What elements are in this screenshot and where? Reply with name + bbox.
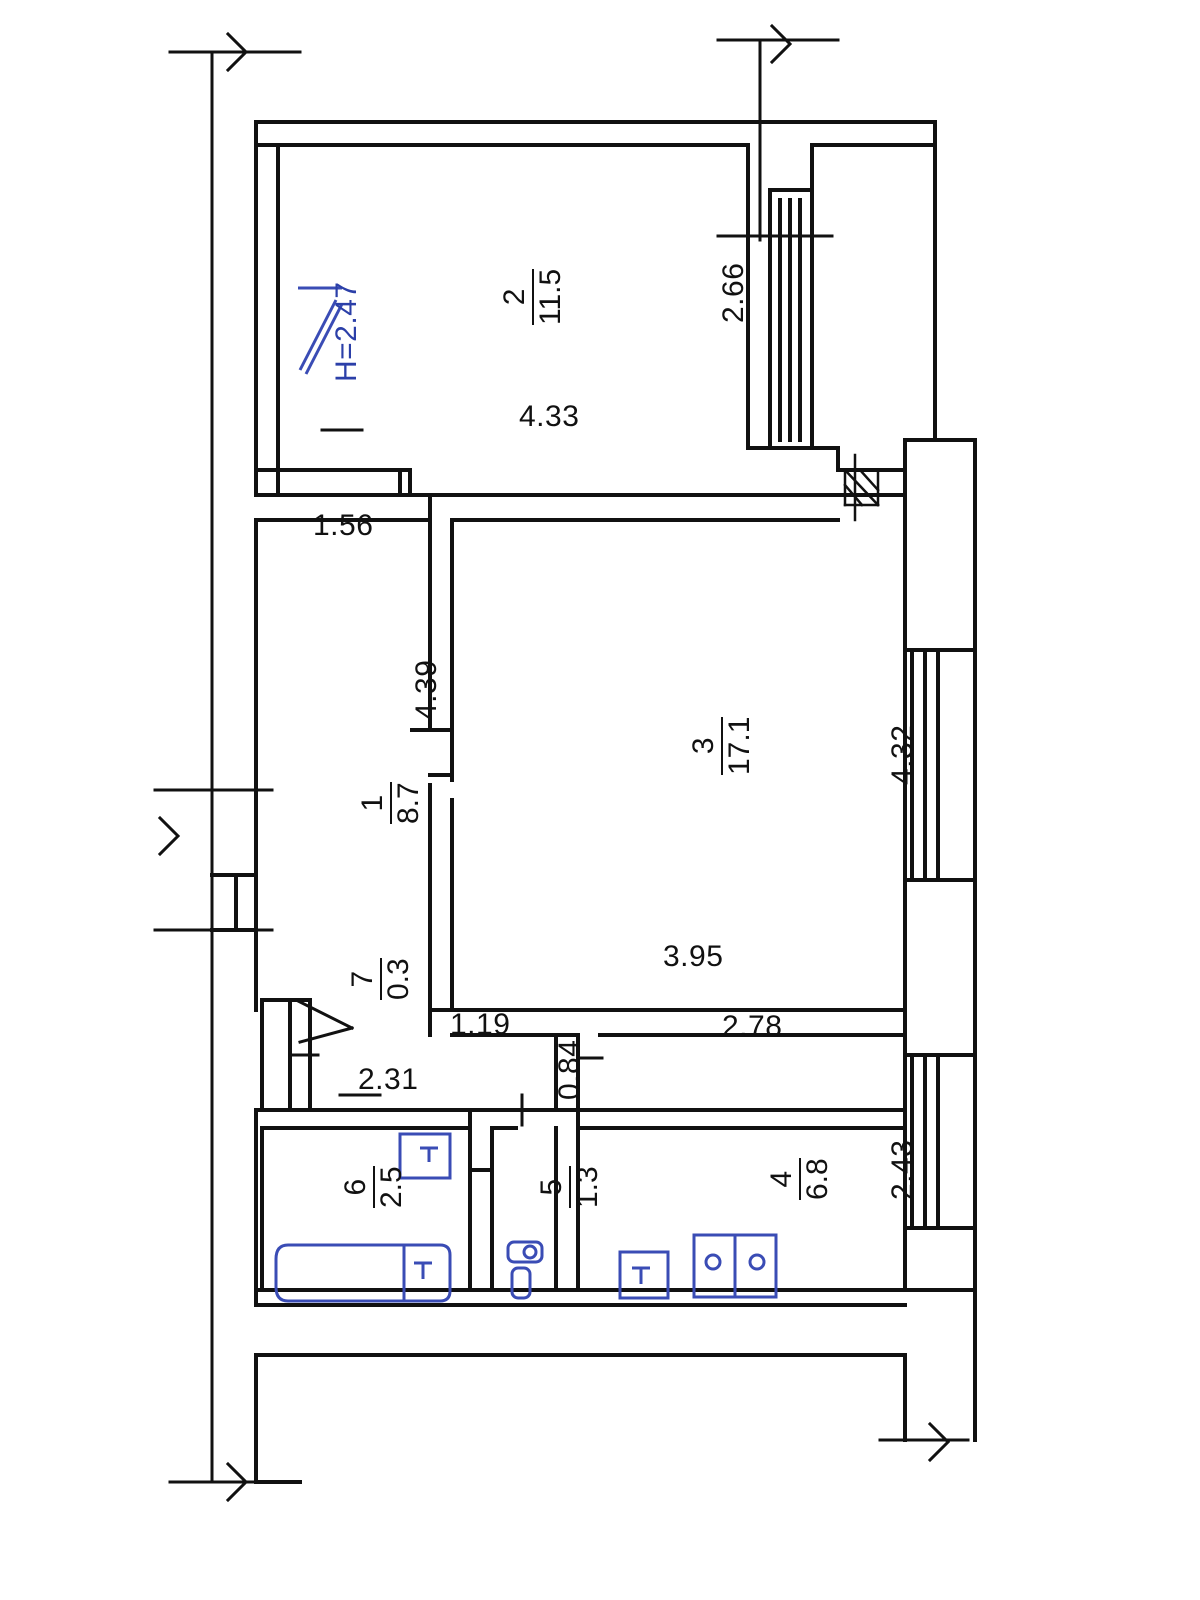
room-label-5: 5 1.3 (535, 1166, 604, 1208)
room-6-area: 2.5 (374, 1166, 408, 1208)
room-label-2: 2 11.5 (498, 268, 567, 325)
dimension-4-39: 4.39 (410, 659, 443, 720)
wall-room-1-3 (210, 493, 907, 1037)
room-3-area: 17.1 (722, 716, 756, 775)
room-label-3: 3 17.1 (687, 716, 756, 775)
wall-room-2 (254, 120, 977, 1292)
room-3-number: 3 (687, 716, 723, 775)
fixture-toilet (506, 1240, 544, 1300)
fixture-kitchen-sink (618, 1250, 670, 1300)
outer-bottom-slab (254, 1353, 907, 1484)
room-7-number: 7 (346, 958, 382, 1000)
room-7-area: 0.3 (381, 958, 415, 1000)
dimension-1-19: 1.19 (450, 1008, 511, 1041)
wall-bottom-block (254, 1033, 907, 1307)
dimension-2-43: 2.43 (886, 1139, 919, 1200)
room-5-number: 5 (535, 1166, 571, 1208)
room-1-number: 1 (356, 782, 392, 824)
room-5-area: 1.3 (570, 1166, 604, 1208)
room-4-area: 6.8 (800, 1158, 834, 1200)
dimension-4-32: 4.32 (886, 724, 919, 785)
axis-bottom-right (878, 1421, 970, 1463)
room-label-4: 4 6.8 (765, 1158, 834, 1200)
room-4-number: 4 (765, 1158, 801, 1200)
dimension-1-56: 1.56 (313, 509, 374, 542)
room-label-1: 1 8.7 (356, 782, 425, 824)
fixture-stove (692, 1233, 778, 1299)
dimension-0-84: 0.84 (553, 1039, 586, 1100)
room-2-number: 2 (498, 268, 534, 325)
dimension-3-95: 3.95 (663, 940, 724, 973)
wall-hatch-jamb (836, 453, 880, 522)
ceiling-height-note: H=2.47 (330, 281, 363, 382)
height-note-underline (298, 286, 344, 375)
dimension-4-33: 4.33 (519, 400, 580, 433)
dimension-2-31: 2.31 (358, 1063, 419, 1096)
room-label-6: 6 2.5 (339, 1166, 408, 1208)
room-label-7: 7 0.3 (346, 958, 415, 1000)
wall-right-outer (903, 438, 977, 1442)
fixture-bathtub (274, 1243, 452, 1303)
room-6-number: 6 (339, 1166, 375, 1208)
dimension-2-78: 2.78 (722, 1010, 783, 1043)
room-2-area: 11.5 (533, 268, 567, 325)
fixture-sink-bathroom (398, 1132, 452, 1180)
dimension-ticks (288, 234, 720, 1127)
room-1-area: 8.7 (391, 782, 425, 824)
dimension-2-66: 2.66 (717, 262, 750, 323)
axis-left (153, 31, 302, 1503)
